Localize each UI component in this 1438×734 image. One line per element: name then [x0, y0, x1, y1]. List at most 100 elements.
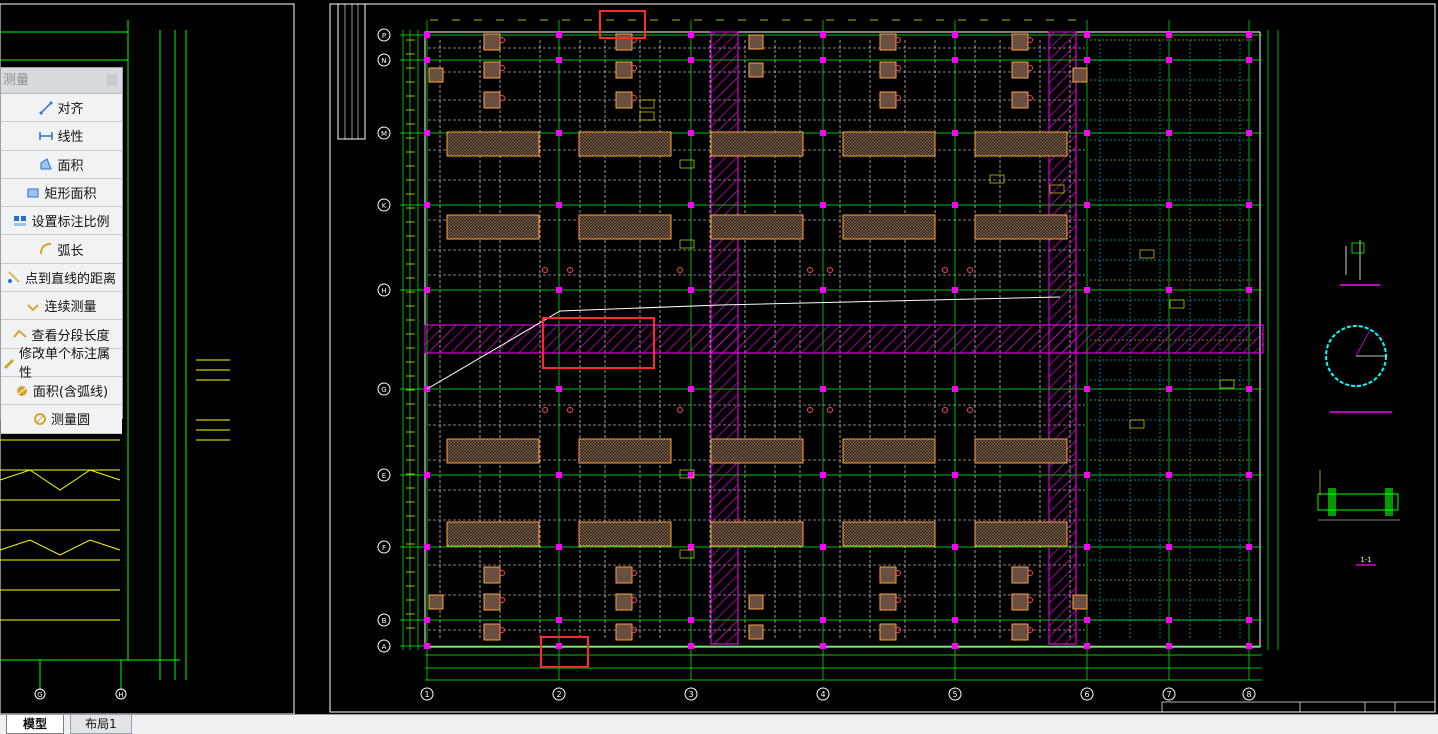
pile-mark [1027, 627, 1033, 633]
column-node [952, 57, 958, 63]
segment-length-icon [13, 327, 28, 341]
column-node [1246, 386, 1252, 392]
tool-segment-length[interactable]: 查看分段长度 [1, 320, 122, 349]
pile-mark [499, 95, 505, 101]
column-node [1084, 643, 1090, 649]
pile-cap [483, 566, 501, 584]
tool-align[interactable]: 对齐 [1, 94, 122, 123]
column-node [1084, 130, 1090, 136]
column-node [556, 617, 562, 623]
grid-bubble-label: 8 [1246, 690, 1251, 699]
pile-mark [631, 570, 637, 576]
pile-mark [631, 627, 637, 633]
slab [974, 521, 1068, 547]
grid-lines [400, 20, 1279, 681]
tool-edit-annotation[interactable]: 修改单个标注属性 [1, 347, 122, 381]
hatched-band-horizontal [424, 324, 1264, 354]
column-node [1246, 617, 1252, 623]
measure-panel-title: 测量 [3, 73, 30, 88]
title-block-left [337, 3, 366, 140]
column-node [1166, 287, 1172, 293]
pile-cap [483, 623, 501, 641]
pile-mark [895, 570, 901, 576]
column-node [556, 544, 562, 550]
tool-area[interactable]: 面积 [1, 150, 122, 179]
annotation-box [639, 99, 655, 109]
measure-polyline [426, 296, 1061, 390]
pile-cap [428, 67, 444, 83]
column-node [1246, 202, 1252, 208]
column-node [952, 544, 958, 550]
column-node [820, 57, 826, 63]
pile-cap [1072, 67, 1088, 83]
column-node [556, 386, 562, 392]
left-drawing-details [0, 359, 230, 621]
left-grid-bubbles: G H [34, 688, 127, 700]
tool-arc-area[interactable]: 面积(含弧线) [1, 376, 122, 406]
pile-cap [748, 34, 764, 50]
slab [446, 214, 540, 240]
panel-minimize-icon[interactable] [106, 74, 118, 86]
pile-mark [1027, 95, 1033, 101]
measure-panel-header: 测量 [1, 68, 122, 94]
section-detail-1-1: 1-1 [1317, 470, 1400, 566]
slab [446, 438, 540, 464]
pile-mark [677, 407, 683, 413]
column-node [1084, 287, 1090, 293]
measure-panel: 测量 对齐线性面积矩形面积设置标注比例弧长点到直线的距离连续测量查看分段长度修改… [0, 67, 123, 434]
grid-bubble-col [684, 687, 698, 701]
slab [446, 521, 540, 547]
tool-label: 矩形面积 [44, 187, 97, 203]
pile-cap [1011, 61, 1029, 79]
column-node [952, 32, 958, 38]
column-node [1246, 130, 1252, 136]
pile-mark [499, 37, 505, 43]
column-node [688, 544, 694, 550]
pile-cap [483, 33, 501, 51]
highlight-box-middle [542, 317, 655, 369]
column-nodes [424, 32, 1252, 649]
slab [710, 131, 804, 157]
column-node [1084, 544, 1090, 550]
column-node [688, 386, 694, 392]
point-line-distance-icon [7, 270, 21, 284]
column-node [952, 287, 958, 293]
tool-arc-length[interactable]: 弧长 [1, 235, 122, 264]
column-node [424, 472, 430, 478]
column-node [556, 287, 562, 293]
column-node [1246, 472, 1252, 478]
column-node [424, 202, 430, 208]
column-node [688, 57, 694, 63]
column-node [424, 617, 430, 623]
rect-area-icon [26, 186, 40, 200]
grid-bubble-label: 6 [1084, 690, 1089, 699]
column-node [952, 617, 958, 623]
left-viewport-frame [0, 3, 295, 714]
tab-layout1[interactable]: 布局1 [70, 715, 132, 734]
column-node [1246, 643, 1252, 649]
column-node [688, 472, 694, 478]
pile-mark [1027, 65, 1033, 71]
column-node [1246, 544, 1252, 550]
tool-label: 弧长 [57, 243, 84, 259]
tool-measure-circle[interactable]: 测量圆 [1, 405, 122, 434]
slab [710, 521, 804, 547]
hatched-band-vertical [710, 31, 739, 645]
tool-linear[interactable]: 线性 [1, 122, 122, 151]
grid-bubble-row [377, 283, 391, 297]
column-node [1084, 202, 1090, 208]
tool-scale[interactable]: 设置标注比例 [1, 207, 122, 236]
title-block-lines [344, 4, 359, 139]
slab [842, 521, 936, 547]
area-icon [39, 157, 53, 171]
tab-model[interactable]: 模型 [6, 715, 64, 734]
tool-point-line-distance[interactable]: 点到直线的距离 [1, 263, 122, 293]
pile-cap [879, 566, 897, 584]
layout-tab-bar: 模型 布局1 [0, 714, 1438, 734]
column-node [556, 57, 562, 63]
pile-cap [748, 624, 764, 640]
tool-continuous-measure[interactable]: 连续测量 [1, 292, 122, 321]
column-node [556, 32, 562, 38]
tool-rect-area[interactable]: 矩形面积 [1, 178, 122, 208]
